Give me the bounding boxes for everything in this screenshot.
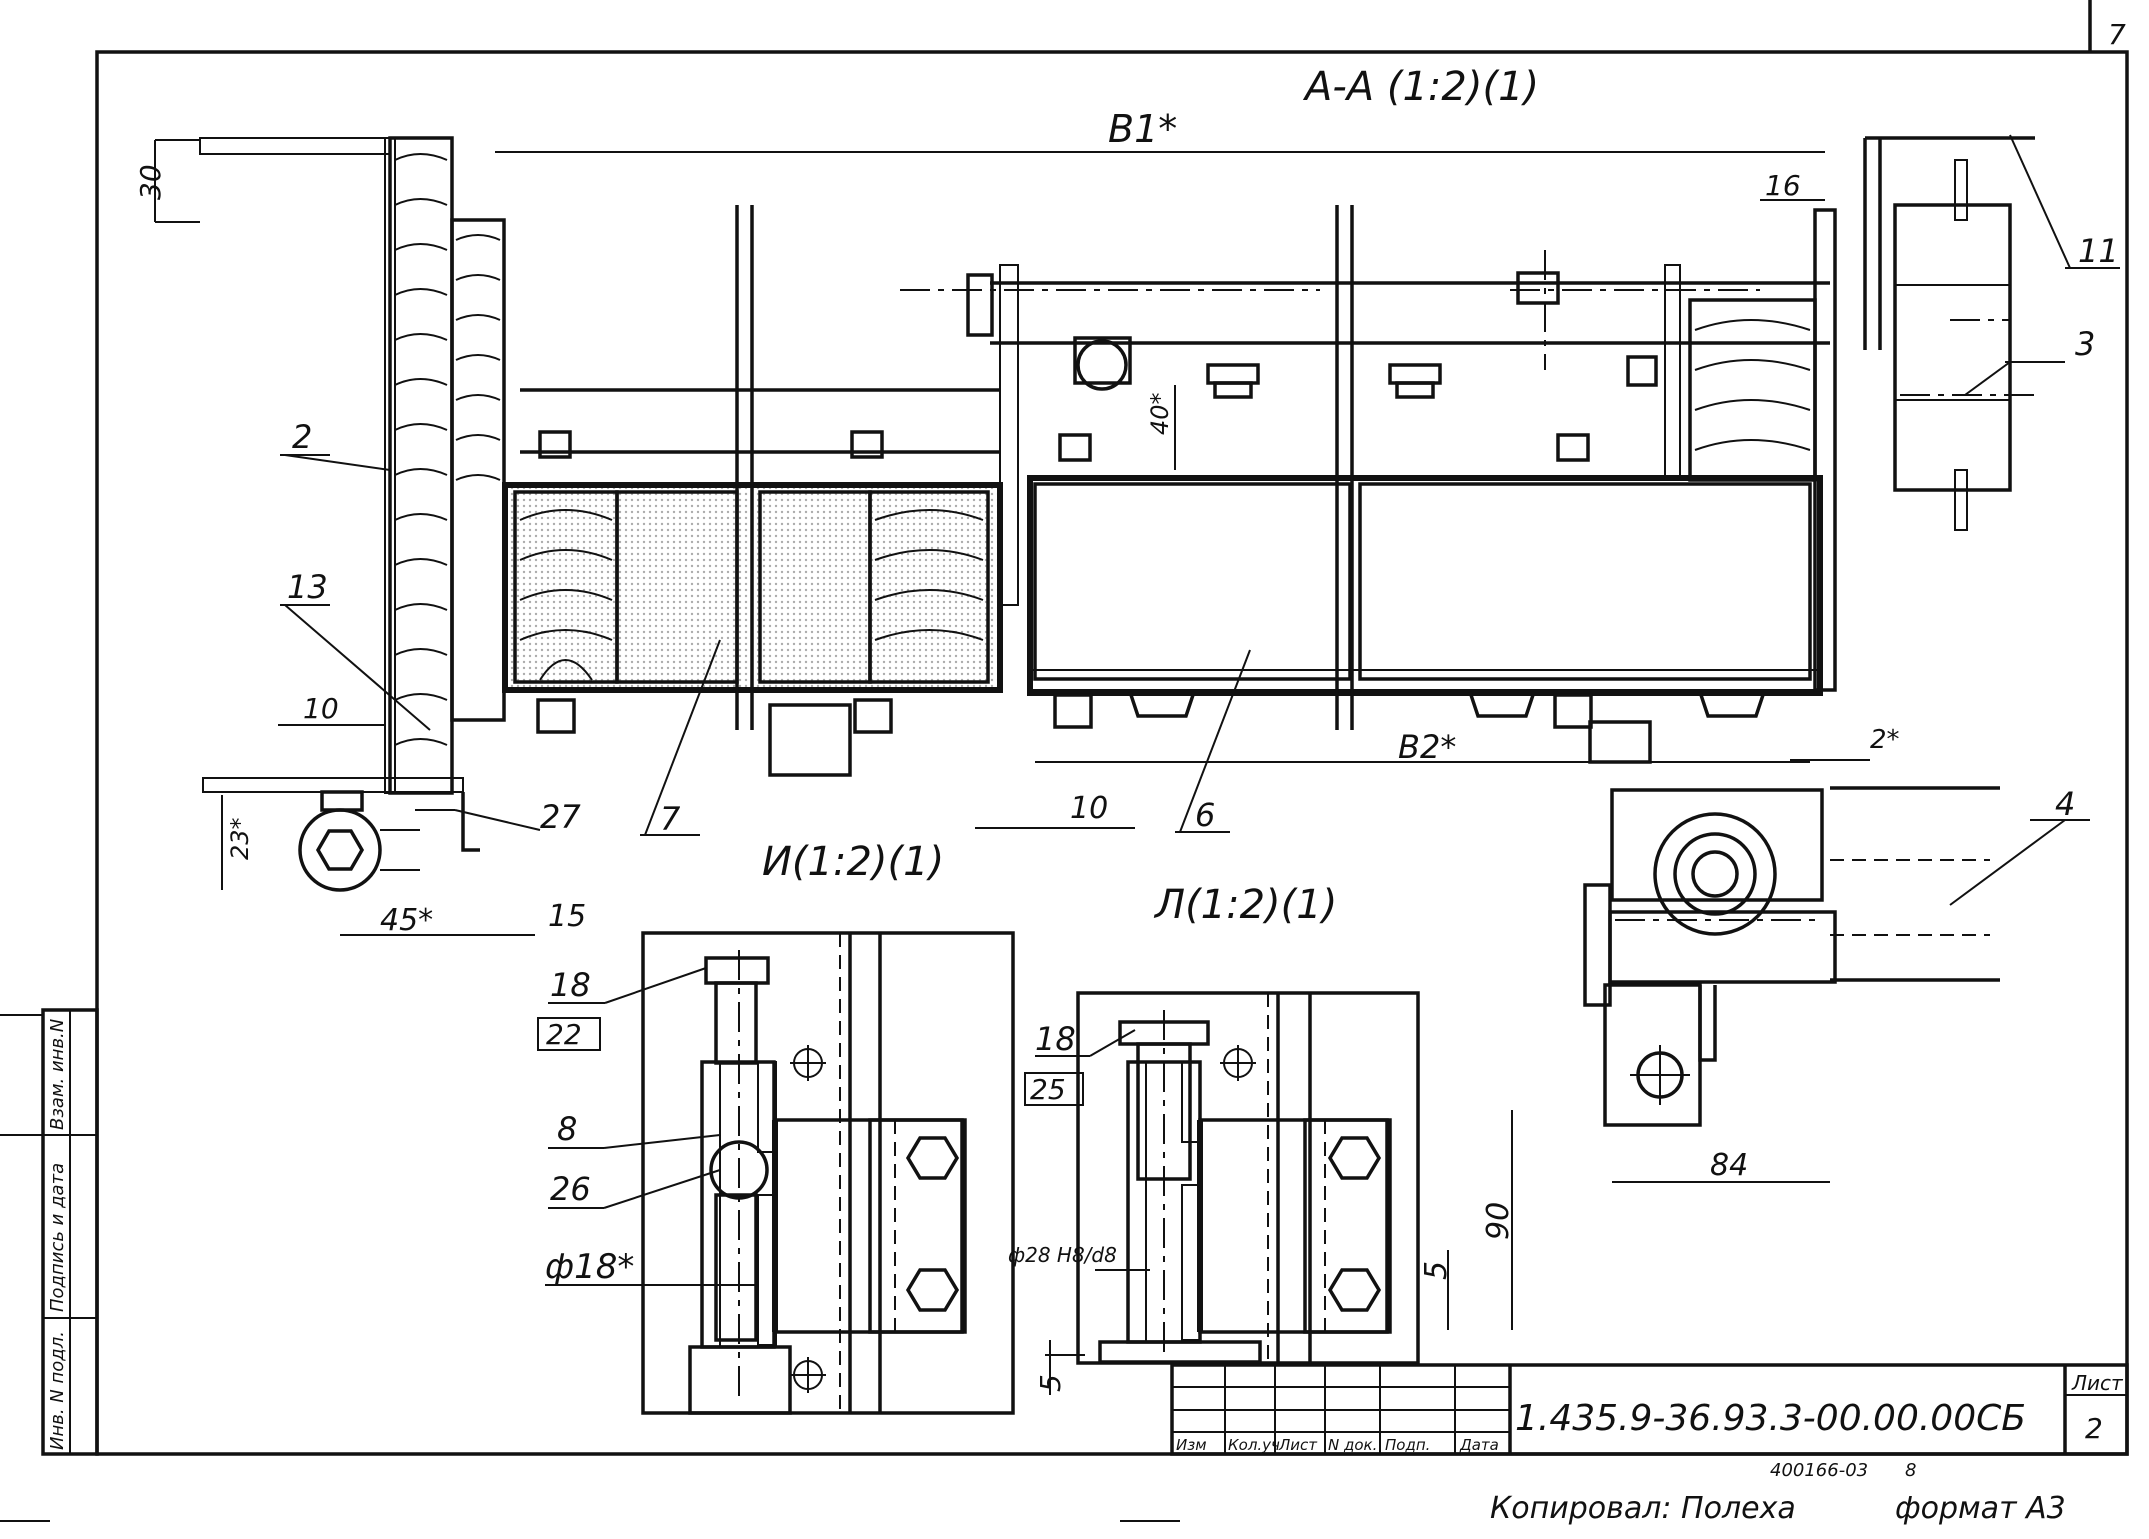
callout-3: 3 <box>2075 325 2095 363</box>
dimension-84: 84 <box>1710 1148 1748 1183</box>
tb-col-list: Лист <box>1278 1436 1318 1454</box>
dimension-5b: 5 <box>1034 1374 1067 1392</box>
stamp-signature-date: Подпись и дата <box>47 1163 68 1312</box>
dimension-b1: B1* <box>1108 107 1177 151</box>
callout-11: 11 <box>2078 232 2119 270</box>
detail-i-title: И(1:2)(1) <box>762 839 944 885</box>
section-aa-title: А-А (1:2)(1) <box>1302 64 1539 110</box>
detail-l-callout-18: 18 <box>1035 1020 1076 1058</box>
callout-leaders <box>280 134 2120 906</box>
callout-2: 2 <box>292 418 312 456</box>
callout-6: 6 <box>1195 796 1215 834</box>
callout-7: 7 <box>660 800 681 838</box>
dimension-phi18: ф18* <box>545 1247 634 1287</box>
detail-l-title: Л(1:2)(1) <box>1153 882 1337 928</box>
title-block: Изм Кол.уч Лист N док. Подп. Дата 1.435.… <box>1170 1363 2129 1456</box>
tb-col-podp: Подп. <box>1385 1436 1430 1454</box>
dimension-lines <box>154 139 1870 1395</box>
detail-i-callout-18: 18 <box>550 966 591 1004</box>
copied-by: Копировал: Полеха <box>1490 1491 1796 1526</box>
order-number: 400166-03 <box>1770 1460 1868 1481</box>
dimension-23: 23* <box>226 817 254 860</box>
tb-col-data: Дата <box>1459 1436 1499 1454</box>
dimension-b2: B2* <box>1398 728 1456 766</box>
tb-col-izm: Изм <box>1176 1436 1207 1454</box>
bolt-group <box>538 271 1658 462</box>
sheet-format: формат А3 <box>1895 1491 2066 1526</box>
detail-i-callout-8: 8 <box>557 1110 577 1148</box>
page-number: 7 <box>2108 18 2126 51</box>
detail-l: Л(1:2)(1) 18 25 ф28 Н8/d8 90 5 5 <box>1008 882 1516 1392</box>
sheet-number: 2 <box>2085 1412 2103 1445</box>
dimension-15: 15 <box>548 899 586 934</box>
side-stamp: Инв. N подл. Подпись и дата Взам. инв.N <box>0 1008 99 1456</box>
dimension-5a: 5 <box>1419 1261 1454 1280</box>
callout-4: 4 <box>2055 785 2075 823</box>
dimension-16: 16 <box>1765 169 1801 202</box>
dimension-phi28: ф28 Н8/d8 <box>1008 1243 1117 1267</box>
dimension-10b: 10 <box>1070 791 1108 826</box>
stamp-inv-original: Инв. N подл. <box>47 1331 68 1450</box>
tb-col-ndok: N док. <box>1328 1436 1377 1454</box>
dimension-90: 90 <box>1481 1202 1516 1240</box>
section-aa: А-А (1:2)(1) <box>134 64 2120 1395</box>
sheet-frame <box>95 0 2129 1456</box>
tb-col-kol: Кол.уч <box>1228 1436 1280 1454</box>
detail-i-callout-22: 22 <box>546 1018 582 1051</box>
detail-l-callout-25: 25 <box>1030 1073 1066 1106</box>
document-code: 1.435.9-36.93.3-00.00.00СБ <box>1515 1398 2026 1439</box>
dimension-40: 40* <box>1146 392 1174 435</box>
dimension-10a: 10 <box>303 692 339 725</box>
stamp-replaced-inv: Взам. инв.N <box>47 1019 68 1130</box>
dimension-45: 45* <box>380 903 433 938</box>
sheet-label: Лист <box>2071 1371 2124 1395</box>
detail-i: И(1:2)(1) 18 22 <box>537 839 1015 1415</box>
dimension-30: 30 <box>134 164 167 200</box>
callout-27: 27 <box>540 798 581 836</box>
detail-i-callout-26: 26 <box>550 1170 591 1208</box>
footer: 400166-03 8 Копировал: Полеха формат А3 <box>0 1460 2066 1526</box>
dimension-2: 2* <box>1870 725 1900 755</box>
callout-13: 13 <box>287 568 328 606</box>
order-suffix: 8 <box>1905 1460 1916 1481</box>
callout-10: 10 <box>305 717 307 719</box>
